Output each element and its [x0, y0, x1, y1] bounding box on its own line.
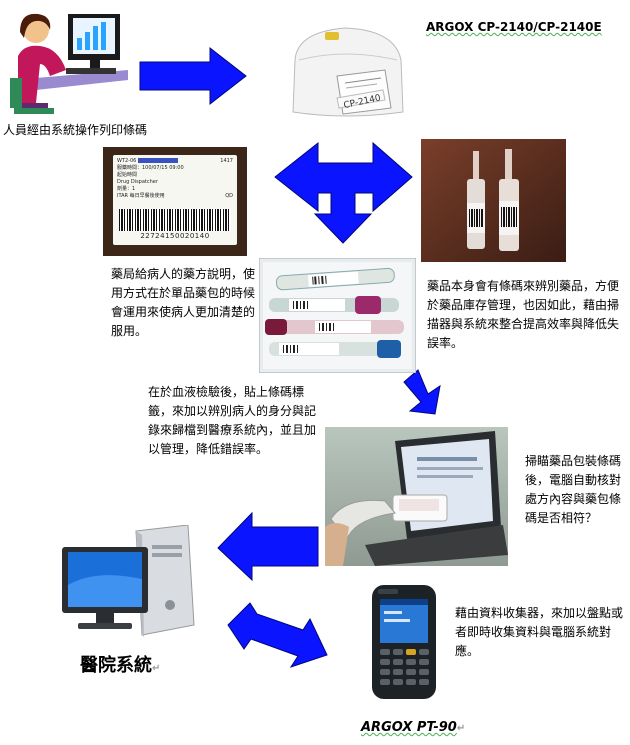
pharmacy-label-photo: WT2-06 1417 服藥時間：100/07/15 09:00 起始時間 Dr… — [103, 147, 247, 256]
label-line: 服藥時間：100/07/15 09:00 — [117, 165, 184, 171]
scanner-laptop-photo — [325, 427, 508, 566]
operator-caption: 人員經由系統操作列印條碼 — [3, 123, 148, 137]
paragraph-mark: ↵ — [152, 663, 161, 674]
label-line: 1417 — [220, 158, 233, 164]
pharmacy-caption: 藥局給病人的藥方說明，使用方式在於單品藥包的時候會運用來使病人更加清楚的服用。 — [111, 267, 256, 338]
redacted-bar — [137, 158, 178, 163]
blood-tubes-photo — [259, 258, 416, 373]
label-printer-image: CP-2140 — [292, 27, 404, 117]
scan-caption: 掃瞄藥品包裝條碼後，電腦自動核對處方內容與藥包條碼是否相符？ — [525, 454, 622, 525]
printer-model-label: ARGOX CP-2140/CP-2140E — [426, 20, 602, 34]
hospital-system-label: 醫院系統↵ — [80, 651, 160, 677]
hospital-system-text: 醫院系統 — [80, 655, 152, 676]
drug-vials-photo — [421, 139, 566, 262]
drug-caption: 藥品本身會有條碼來辨別藥品，方便於藥品庫存管理，也因如此，藉由掃描器與系統來整合… — [427, 279, 620, 350]
label-line: 劑量：1 — [117, 186, 136, 192]
label-sheet: WT2-06 1417 服藥時間：100/07/15 09:00 起始時間 Dr… — [113, 155, 237, 245]
label-line: 起始時間 — [117, 172, 138, 178]
arrow-to-printer — [139, 46, 247, 106]
printer-model-text: ARGOX CP-2140/CP-2140E — [426, 20, 602, 34]
collector-model-text: ARGOX PT-90 — [361, 720, 457, 735]
arrow-to-computer — [217, 511, 319, 582]
label-line: Drug Dispatcher — [117, 179, 158, 185]
operator-icon — [10, 13, 128, 114]
barcode-graphic — [119, 209, 231, 231]
collector-caption: 藉由資料收集器，來加以盤點或者即時收集資料與電腦系統對應。 — [455, 606, 624, 658]
paragraph-mark: ↵ — [456, 723, 466, 734]
hospital-computer-icon — [62, 525, 195, 637]
label-line: QD — [225, 193, 233, 199]
arrow-two-way — [227, 602, 328, 668]
barcode-number: 22724150020140 — [140, 232, 210, 240]
collector-model-label: ARGOX PT-90↵ — [361, 720, 465, 735]
label-line: ITAR 每日早餐後使用 — [117, 193, 165, 199]
label-line: WT2-06 — [117, 158, 137, 164]
data-collector-device — [372, 585, 436, 699]
arrow-three-way — [274, 141, 413, 244]
arrow-to-scanner — [403, 369, 441, 415]
blood-caption: 在於血液檢驗後，貼上條碼標籤，來加以辨別病人的身分與記錄來歸檔到醫療系統內，並且… — [148, 385, 317, 456]
